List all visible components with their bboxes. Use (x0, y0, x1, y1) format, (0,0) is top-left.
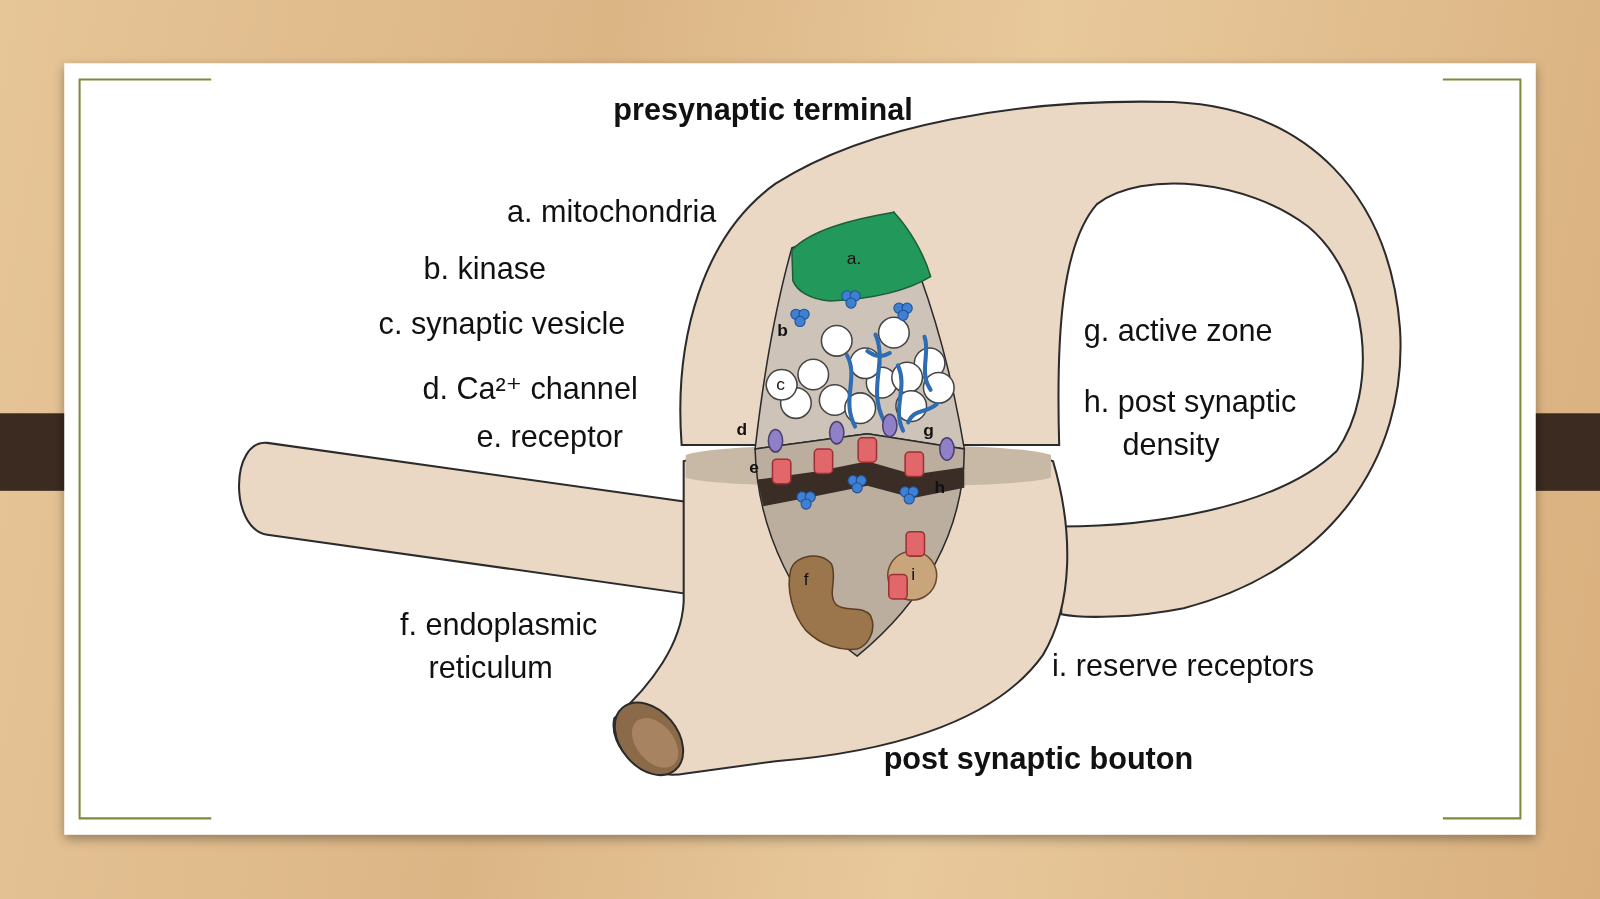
kinase-subunit (898, 310, 908, 320)
kinase-molecule (791, 309, 809, 326)
callout-letter: g (923, 420, 934, 440)
legend-key: a. mitochondria (507, 191, 716, 234)
legend-key: d. Ca²⁺ channel (422, 367, 637, 410)
calcium-channel (768, 430, 782, 452)
corner-bracket (1443, 80, 1521, 819)
dendrite-shaft (239, 443, 688, 594)
kinase-subunit (852, 483, 862, 493)
legend-key: g. active zone (1084, 309, 1273, 352)
endoplasmic-reticulum: f (781, 549, 878, 651)
receptor-protein (858, 438, 876, 462)
kinase-subunit (801, 499, 811, 509)
kinase-molecule (797, 492, 815, 509)
calcium-channel (830, 421, 844, 443)
molecular-details (768, 303, 954, 509)
kinase-subunit (904, 494, 914, 504)
callout-letter: h (934, 478, 945, 498)
kinase-molecule (894, 303, 912, 320)
endoplasmic-reticulum-shape (789, 556, 873, 650)
synaptic-vesicle (850, 348, 881, 379)
legend-key: c. synaptic vesicle (379, 302, 626, 345)
postsynaptic-cutaway (755, 434, 964, 656)
synaptic-vesicle (821, 326, 852, 357)
kinase-molecule (900, 487, 918, 504)
actin-filament (876, 335, 884, 421)
actin-filament (847, 355, 855, 426)
kinase-molecule (848, 476, 866, 493)
callout-letter: d (737, 419, 748, 439)
legend-key: b. kinase (423, 247, 546, 290)
kinase-subunit (795, 316, 805, 326)
callout-letter: e (749, 458, 759, 478)
actin-filament (924, 337, 930, 390)
calcium-channel (883, 414, 897, 436)
corner-bracket (80, 80, 212, 819)
synaptic-vesicle (798, 359, 829, 390)
actin-filament (867, 351, 889, 356)
legend-key: f. endoplasmic reticulum (400, 603, 655, 689)
mitochondrion: a. (789, 209, 934, 306)
synaptic-vesicle-shape (766, 369, 797, 400)
tube-inner (623, 709, 688, 776)
mitochondrion-shape (792, 212, 931, 301)
reserve-receptor-vesicle: i (886, 549, 939, 602)
receptor-protein (905, 452, 923, 476)
slide-panel (64, 63, 1535, 834)
actin-filament (898, 365, 903, 430)
tube-opening (601, 689, 697, 788)
structure-title: presynaptic terminal (613, 89, 912, 132)
callout-letter: c (776, 374, 785, 394)
synaptic-vesicle (879, 317, 910, 348)
receptor-protein (772, 459, 790, 483)
synaptic-vesicle: c (765, 368, 798, 401)
callout-letter: b (777, 320, 788, 340)
legend-key: h. post synaptic density (1084, 381, 1360, 467)
node-outline (781, 549, 878, 651)
callout-letter: i (911, 564, 915, 584)
reserve-receptor-vesicle-shape (888, 551, 937, 600)
legend-key: e. receptor (477, 415, 623, 458)
receptor-protein (814, 449, 832, 473)
structure-title: post synaptic bouton (884, 738, 1194, 781)
callout-letter: f (804, 569, 809, 589)
calcium-channel (940, 438, 954, 460)
callout-letter: a. (847, 249, 861, 269)
legend-key: i. reserve receptors (1052, 644, 1314, 687)
presynaptic-cutaway (755, 212, 964, 449)
actin-filament (908, 404, 937, 422)
